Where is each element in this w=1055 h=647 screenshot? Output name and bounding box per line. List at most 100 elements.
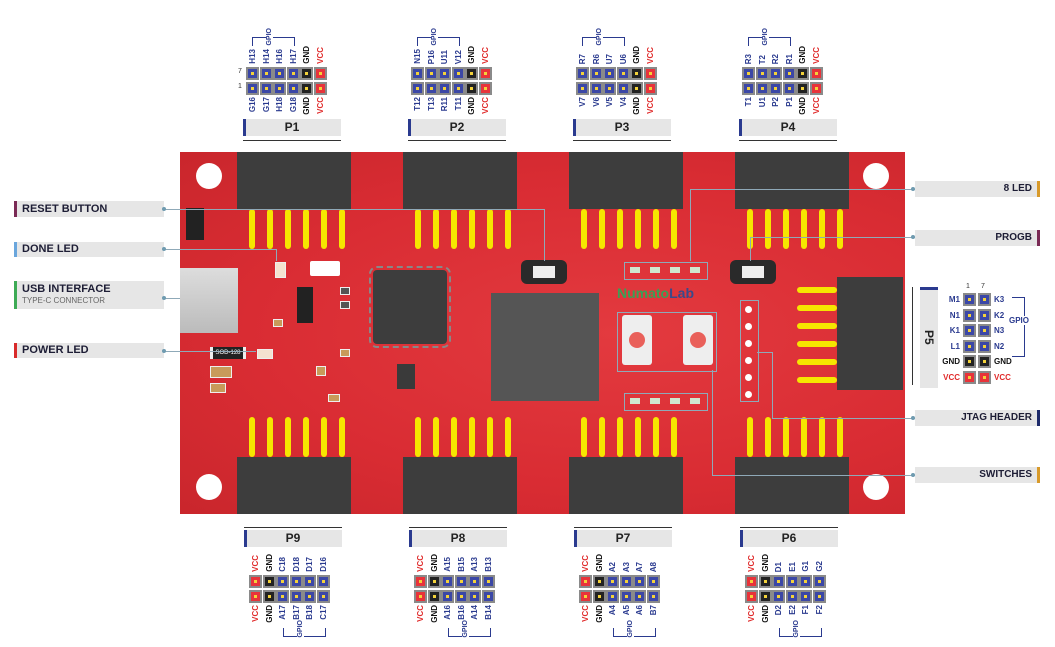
header-pin [415, 417, 421, 457]
leader-dot [162, 207, 166, 211]
pin-label: D18 [291, 557, 301, 572]
pin-dot [416, 72, 419, 75]
pin-gpio [576, 82, 589, 95]
pin-pad [648, 592, 658, 601]
pin-label: GND [594, 554, 604, 572]
pin-dot [456, 72, 460, 75]
pin-label: V5 [605, 97, 614, 107]
pin-label: GND [302, 97, 311, 115]
label-accent [409, 530, 412, 547]
header-pin [765, 417, 771, 457]
header-pin [837, 417, 843, 457]
header-pin [801, 209, 807, 249]
usb-controller-chip [369, 266, 451, 348]
led [650, 398, 660, 404]
callout-accent [1037, 410, 1040, 426]
callout-power-led: POWER LED [14, 343, 164, 358]
pin-pad [645, 84, 655, 93]
pin-label: V7 [578, 97, 587, 107]
pin-label: VCC [315, 97, 325, 114]
pin-dot [801, 87, 804, 90]
label-accent [243, 119, 246, 136]
pin-gpio [468, 590, 481, 603]
pin-gpio [481, 590, 495, 603]
pin-gpio [441, 590, 454, 603]
pin-pad [787, 577, 797, 586]
pin-pad [302, 84, 311, 93]
pin-dot [473, 595, 476, 598]
pin-gpio [616, 82, 630, 95]
pin-dot [747, 87, 750, 90]
pin-label: F1 [801, 605, 810, 615]
fpga-board: SOD-128 NumatoLab [180, 152, 905, 514]
progb-button[interactable] [730, 260, 776, 284]
gpio-bracket [252, 37, 295, 46]
pin-gpio [316, 575, 330, 588]
pin-pad [453, 84, 463, 93]
pin-label: R3 [744, 53, 753, 64]
header-pin [801, 417, 807, 457]
pin-pad [798, 84, 807, 93]
pin-dot [584, 580, 587, 583]
pin-pad [443, 592, 452, 601]
header-label-p7: P7 [574, 530, 672, 547]
leader-dot [911, 235, 915, 239]
pin-dot [254, 580, 257, 583]
pin-label: H14 [261, 49, 271, 64]
header-pin [249, 209, 255, 249]
header-pin [765, 209, 771, 249]
pin-pad [578, 69, 587, 78]
user-button[interactable] [521, 260, 567, 284]
header-pin [451, 209, 457, 249]
pin-gpio [772, 575, 785, 588]
led-row-bottom [624, 393, 708, 411]
jtag-pad [745, 374, 752, 381]
callout-accent [1037, 230, 1040, 246]
leader-dot [162, 349, 166, 353]
header-name: P6 [781, 531, 797, 545]
gpio-bracket [283, 628, 326, 637]
pin-pad [291, 577, 301, 586]
pin-dot [814, 72, 818, 75]
pin-dot [278, 87, 281, 90]
pin-pad [581, 592, 590, 601]
gpio-bracket [582, 37, 625, 46]
header-pin [599, 209, 605, 249]
pin-label: GND [302, 46, 311, 64]
pin-gpio [273, 67, 286, 80]
header-p8-body [403, 457, 517, 514]
pin-pad [787, 592, 797, 601]
pin-pad [440, 84, 449, 93]
p5-pin-label: K1 [949, 326, 960, 335]
leader-line [750, 237, 751, 261]
capacitor [210, 383, 226, 393]
pin-gnd [465, 67, 478, 80]
pin-gpio [619, 590, 633, 603]
pin-gpio [451, 82, 465, 95]
pin-gnd [796, 67, 809, 80]
pin-gnd [963, 355, 976, 368]
pin-dot [635, 72, 638, 75]
pin-dot [608, 87, 611, 90]
pin-dot [983, 360, 986, 363]
pin-dot [747, 72, 750, 75]
pin-gpio [978, 324, 991, 337]
pin-dot [486, 595, 490, 598]
leader-line [544, 209, 545, 261]
switch-2[interactable] [683, 315, 713, 365]
pin-gpio [646, 590, 660, 603]
pin-pad [318, 577, 328, 586]
pin-pad [618, 69, 628, 78]
pin-dot [760, 87, 764, 90]
pin-dot [594, 87, 598, 90]
pin-dot [278, 72, 281, 75]
resistor [340, 301, 350, 309]
pin-dot [264, 87, 268, 90]
pin-label: A13 [470, 557, 479, 572]
pin-dot [624, 595, 628, 598]
pin-gnd [592, 575, 606, 588]
switch-1[interactable] [622, 315, 652, 365]
pin-label: VCC [645, 47, 655, 64]
reset-button[interactable] [186, 208, 204, 240]
pin-pad [591, 84, 601, 93]
